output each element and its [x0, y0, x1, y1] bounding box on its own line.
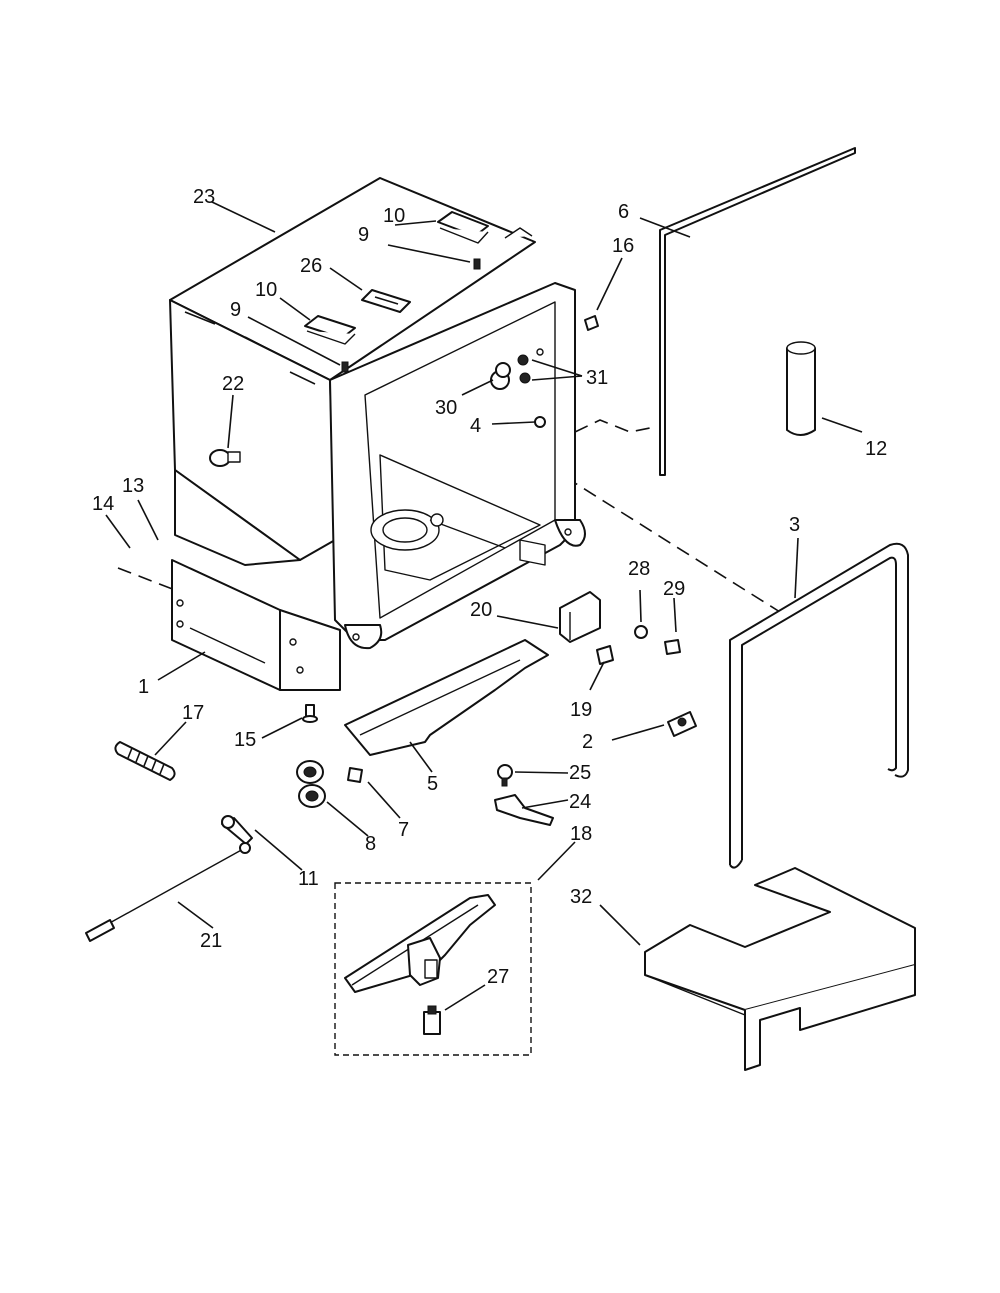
part-26-label	[361, 289, 411, 313]
leader-lines	[105, 201, 863, 1011]
part-21-rod	[85, 842, 251, 942]
callout-6: 6	[618, 201, 629, 223]
callout-22: 22	[222, 373, 244, 395]
part-3-gasket	[729, 542, 909, 869]
callout-24: 24	[569, 791, 591, 813]
part-1-base	[171, 539, 546, 691]
callout-16: 16	[612, 235, 634, 257]
part-7-clip	[347, 767, 363, 783]
part-9-screw-left	[341, 361, 349, 373]
callout-14: 14	[92, 493, 114, 515]
callout-9-top: 9	[358, 224, 369, 246]
part-4-fastener	[534, 416, 546, 428]
part-22-plug	[209, 449, 241, 467]
part-20-bracket	[559, 591, 601, 643]
callout-13: 13	[122, 475, 144, 497]
callout-18: 18	[570, 823, 592, 845]
part-17-spring-hose	[114, 741, 176, 781]
callout-4: 4	[470, 415, 481, 437]
part-12-tube	[786, 341, 816, 436]
callout-10-left: 10	[255, 279, 277, 301]
callout-20: 20	[470, 599, 492, 621]
callout-labels: 23 10 9 26 10 9 22 6 16 31 30 4 12 14 13…	[92, 186, 887, 988]
callout-28: 28	[628, 558, 650, 580]
callout-25: 25	[569, 762, 591, 784]
part-25-sensor	[497, 764, 513, 787]
part-9-screw-top	[473, 258, 481, 270]
callout-5: 5	[427, 773, 438, 795]
callout-26: 26	[300, 255, 322, 277]
part-23-tub	[169, 177, 586, 650]
callout-1: 1	[138, 676, 149, 698]
part-10-hinge-left	[304, 315, 356, 345]
part-27-valve	[423, 1005, 441, 1035]
part-30-31-fittings	[490, 348, 544, 390]
callout-7: 7	[398, 819, 409, 841]
part-16-screw	[584, 315, 599, 331]
part-28-washer	[634, 625, 648, 639]
callout-15: 15	[234, 729, 256, 751]
callout-19: 19	[570, 699, 592, 721]
callout-31: 31	[586, 367, 608, 389]
part-32-insulation	[644, 867, 916, 1071]
callout-27: 27	[487, 966, 509, 988]
part-15-screw	[302, 704, 318, 723]
callout-23: 23	[193, 186, 215, 208]
callout-21: 21	[200, 930, 222, 952]
part-8-clamps	[296, 760, 326, 808]
part-10-hinge-top	[437, 211, 489, 244]
callout-9-left: 9	[230, 299, 241, 321]
part-24-bracket	[494, 794, 554, 826]
part-2-connector	[667, 711, 697, 737]
callout-12: 12	[865, 438, 887, 460]
callout-32: 32	[570, 886, 592, 908]
callout-3: 3	[789, 514, 800, 536]
callout-10-top: 10	[383, 205, 405, 227]
part-18-assembly-box	[334, 882, 532, 1056]
part-6-side-strip	[659, 147, 856, 476]
callout-2: 2	[582, 731, 593, 753]
part-29-screw	[664, 639, 681, 655]
part-19-screw	[596, 645, 614, 665]
callout-8: 8	[365, 833, 376, 855]
callout-17: 17	[182, 702, 204, 724]
callout-29: 29	[663, 578, 685, 600]
callout-11: 11	[298, 868, 319, 890]
part-5-panel	[344, 639, 549, 756]
part-11-screw	[221, 815, 253, 845]
callout-30: 30	[435, 397, 457, 419]
